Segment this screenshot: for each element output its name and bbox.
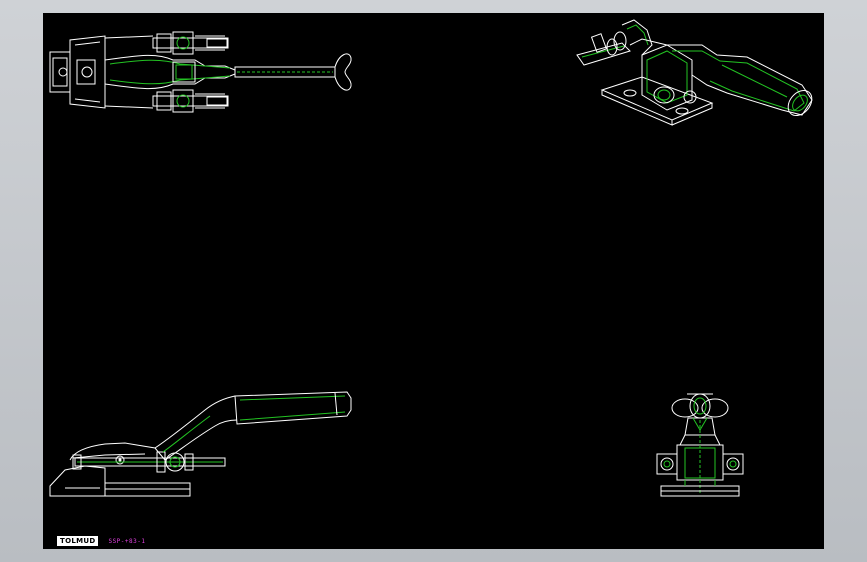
isometric-view [572,15,822,145]
drawing-number: SSP-+83-1 [108,537,146,545]
top-view [45,30,360,115]
title-stamp: TOLMUD SSP-+83-1 [57,536,145,546]
company-logo: TOLMUD [57,536,99,546]
side-view [45,388,355,503]
front-view [655,390,745,502]
